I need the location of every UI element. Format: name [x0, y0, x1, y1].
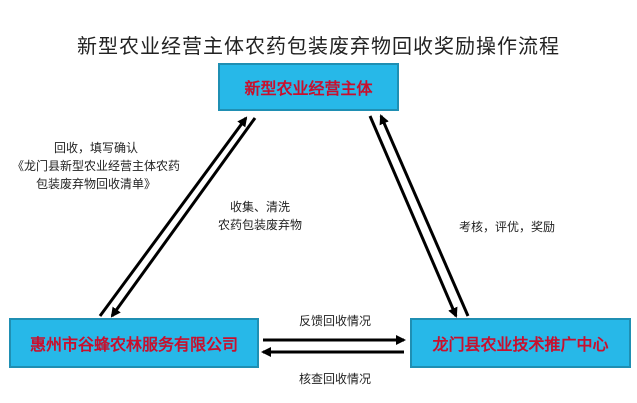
label-bottom-top: 反馈回收情况 [298, 314, 371, 328]
label-bottom-bottom: 核查回收情况 [298, 372, 371, 386]
node-new-agri-entity: 新型农业经营主体 [218, 63, 399, 111]
label-left-up: 回收，填写确认 《龙门县新型农业经营主体农药 包装废弃物回收清单》 [11, 141, 180, 191]
node-huizhou-company: 惠州市谷蜂农林服务有限公司 [9, 318, 259, 368]
arrow-right-up [379, 114, 470, 317]
arrow-left-up [98, 116, 248, 317]
diagram-title: 新型农业经营主体农药包装废弃物回收奖励操作流程 [77, 34, 560, 58]
label-left-down: 收集、清洗 农药包装废弃物 [217, 200, 302, 232]
arrow-left-down [110, 117, 257, 318]
label-right: 考核，评优，奖励 [458, 220, 555, 234]
arrow-right-down [368, 115, 458, 318]
node-longmen-extension-center: 龙门县农业技术推广中心 [410, 318, 631, 368]
